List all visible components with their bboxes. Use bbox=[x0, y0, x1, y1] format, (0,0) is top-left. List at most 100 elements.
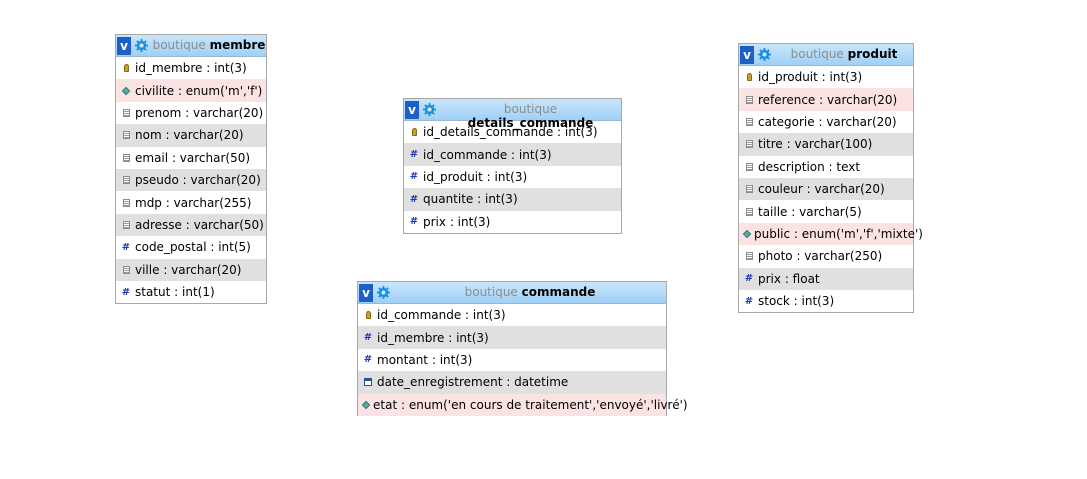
field-name: prix bbox=[423, 214, 446, 229]
field-separator: : bbox=[787, 204, 800, 219]
field-name: email bbox=[135, 150, 169, 165]
toggle-fields-button[interactable]: v bbox=[359, 283, 373, 302]
numeric-field-icon: # bbox=[363, 332, 373, 344]
field-name: id_membre bbox=[135, 61, 203, 76]
field-row[interactable]: titre : varchar(100) bbox=[739, 133, 913, 156]
field-separator: : bbox=[181, 105, 193, 120]
field-type: varchar(20) bbox=[814, 182, 885, 197]
field-row[interactable]: id_commande : int(3) bbox=[358, 304, 666, 326]
field-type: int(3) bbox=[214, 61, 247, 76]
field-row[interactable]: #statut : int(1) bbox=[116, 281, 266, 303]
table-header[interactable]: v boutique commande bbox=[358, 282, 666, 304]
field-row[interactable]: photo : varchar(250) bbox=[739, 245, 913, 267]
field-row[interactable]: date_enregistrement : datetime bbox=[358, 371, 666, 394]
field-type: varchar(250) bbox=[804, 249, 883, 264]
field-type: int(3) bbox=[518, 147, 552, 162]
toggle-fields-button[interactable]: v bbox=[740, 45, 754, 64]
field-row[interactable]: pseudo : varchar(20) bbox=[116, 168, 266, 192]
field-name: adresse bbox=[135, 217, 182, 232]
field-row[interactable]: ville : varchar(20) bbox=[116, 258, 266, 281]
field-row[interactable]: nom : varchar(20) bbox=[116, 124, 266, 147]
toggle-fields-button[interactable]: v bbox=[117, 36, 131, 55]
field-name: montant bbox=[377, 352, 429, 367]
primary-key-icon bbox=[409, 128, 419, 137]
field-type: int(3) bbox=[439, 352, 473, 367]
field-name: prix bbox=[758, 271, 781, 286]
field-separator: : bbox=[174, 83, 186, 98]
field-type: float bbox=[792, 271, 820, 286]
field-row[interactable]: #id_produit : int(3) bbox=[404, 166, 621, 188]
field-row[interactable]: public : enum('m','f','mixte') bbox=[739, 222, 923, 246]
table-header[interactable]: v boutique details_commande bbox=[404, 99, 621, 130]
field-separator: : bbox=[461, 308, 473, 323]
field-row[interactable]: couleur : varchar(20) bbox=[739, 177, 913, 201]
field-separator: : bbox=[814, 114, 827, 129]
field-row[interactable]: civilite : enum('m','f') bbox=[116, 79, 266, 102]
field-row[interactable]: #stock : int(3) bbox=[739, 290, 913, 312]
field-name: nom bbox=[135, 128, 162, 143]
field-separator: : bbox=[168, 150, 180, 165]
datetime-field-icon bbox=[363, 378, 373, 387]
table-details-commande[interactable]: v boutique details_commande id_details_c… bbox=[403, 98, 622, 234]
field-row[interactable]: #code_postal : int(5) bbox=[116, 236, 266, 258]
gear-icon[interactable] bbox=[758, 48, 771, 61]
field-row[interactable]: description : text bbox=[739, 156, 913, 178]
field-row[interactable]: prenom : varchar(20) bbox=[116, 102, 266, 124]
table-header[interactable]: v boutique membre bbox=[116, 35, 266, 57]
field-row[interactable]: email : varchar(50) bbox=[116, 147, 266, 169]
field-name: date_enregistrement bbox=[377, 375, 503, 390]
field-row[interactable]: #prix : int(3) bbox=[404, 211, 621, 233]
field-type: varchar(255) bbox=[173, 195, 252, 210]
field-type: int(3) bbox=[829, 70, 863, 85]
gear-icon[interactable] bbox=[377, 286, 390, 299]
field-separator: : bbox=[178, 173, 191, 188]
field-separator: : bbox=[397, 397, 409, 412]
field-row[interactable]: #quantite : int(3) bbox=[404, 188, 621, 211]
numeric-field-icon: # bbox=[744, 295, 754, 307]
field-name: couleur bbox=[758, 182, 803, 197]
primary-key-icon bbox=[363, 311, 373, 320]
gear-icon[interactable] bbox=[135, 39, 148, 52]
field-type: varchar(20) bbox=[171, 262, 242, 277]
table-produit[interactable]: v boutique produit id_produit : int(3)re… bbox=[738, 43, 923, 313]
field-row[interactable]: #id_membre : int(3) bbox=[358, 326, 666, 349]
field-name: titre bbox=[758, 137, 783, 152]
field-row[interactable]: reference : varchar(20) bbox=[739, 88, 913, 111]
field-list: id_details_commande : int(3)#id_commande… bbox=[404, 121, 621, 233]
field-row[interactable]: categorie : varchar(20) bbox=[739, 111, 913, 133]
text-field-icon bbox=[744, 185, 754, 194]
field-row[interactable]: etat : enum('en cours de traitement','en… bbox=[358, 393, 688, 416]
numeric-field-icon: # bbox=[409, 149, 419, 161]
table-header[interactable]: v boutique produit bbox=[739, 44, 913, 66]
table-commande[interactable]: v boutique commande id_commande : int(3)… bbox=[357, 281, 688, 416]
field-separator: : bbox=[206, 240, 219, 255]
text-field-icon bbox=[121, 220, 131, 229]
text-field-icon bbox=[121, 265, 131, 274]
field-row[interactable]: id_membre : int(3) bbox=[116, 57, 266, 79]
table-membre[interactable]: v boutique membre id_membre : int(3)civi… bbox=[115, 34, 267, 304]
field-type: varchar(100) bbox=[794, 137, 873, 152]
field-row[interactable]: #prix : float bbox=[739, 267, 913, 290]
field-row[interactable]: mdp : varchar(255) bbox=[116, 191, 266, 213]
field-type: int(3) bbox=[484, 192, 518, 207]
text-field-icon bbox=[744, 95, 754, 104]
field-row[interactable]: adresse : varchar(50) bbox=[116, 213, 266, 237]
field-row[interactable]: id_produit : int(3) bbox=[739, 66, 913, 88]
database-name: boutique bbox=[464, 285, 518, 299]
gear-icon[interactable] bbox=[423, 103, 436, 116]
field-separator: : bbox=[446, 214, 458, 229]
field-type: varchar(50) bbox=[193, 217, 264, 232]
field-type: int(3) bbox=[801, 294, 835, 309]
field-row[interactable]: #montant : int(3) bbox=[358, 349, 666, 371]
field-type: int(3) bbox=[494, 169, 528, 184]
field-separator: : bbox=[817, 70, 830, 85]
field-row[interactable]: taille : varchar(5) bbox=[739, 200, 913, 222]
toggle-fields-button[interactable]: v bbox=[405, 100, 419, 119]
field-row[interactable]: #id_commande : int(3) bbox=[404, 143, 621, 166]
field-separator: : bbox=[789, 294, 802, 309]
field-type: varchar(20) bbox=[190, 173, 261, 188]
field-row[interactable]: id_details_commande : int(3) bbox=[404, 121, 621, 143]
field-separator: : bbox=[815, 92, 827, 107]
field-name: public bbox=[754, 226, 791, 241]
field-list: id_produit : int(3)reference : varchar(2… bbox=[739, 66, 923, 312]
